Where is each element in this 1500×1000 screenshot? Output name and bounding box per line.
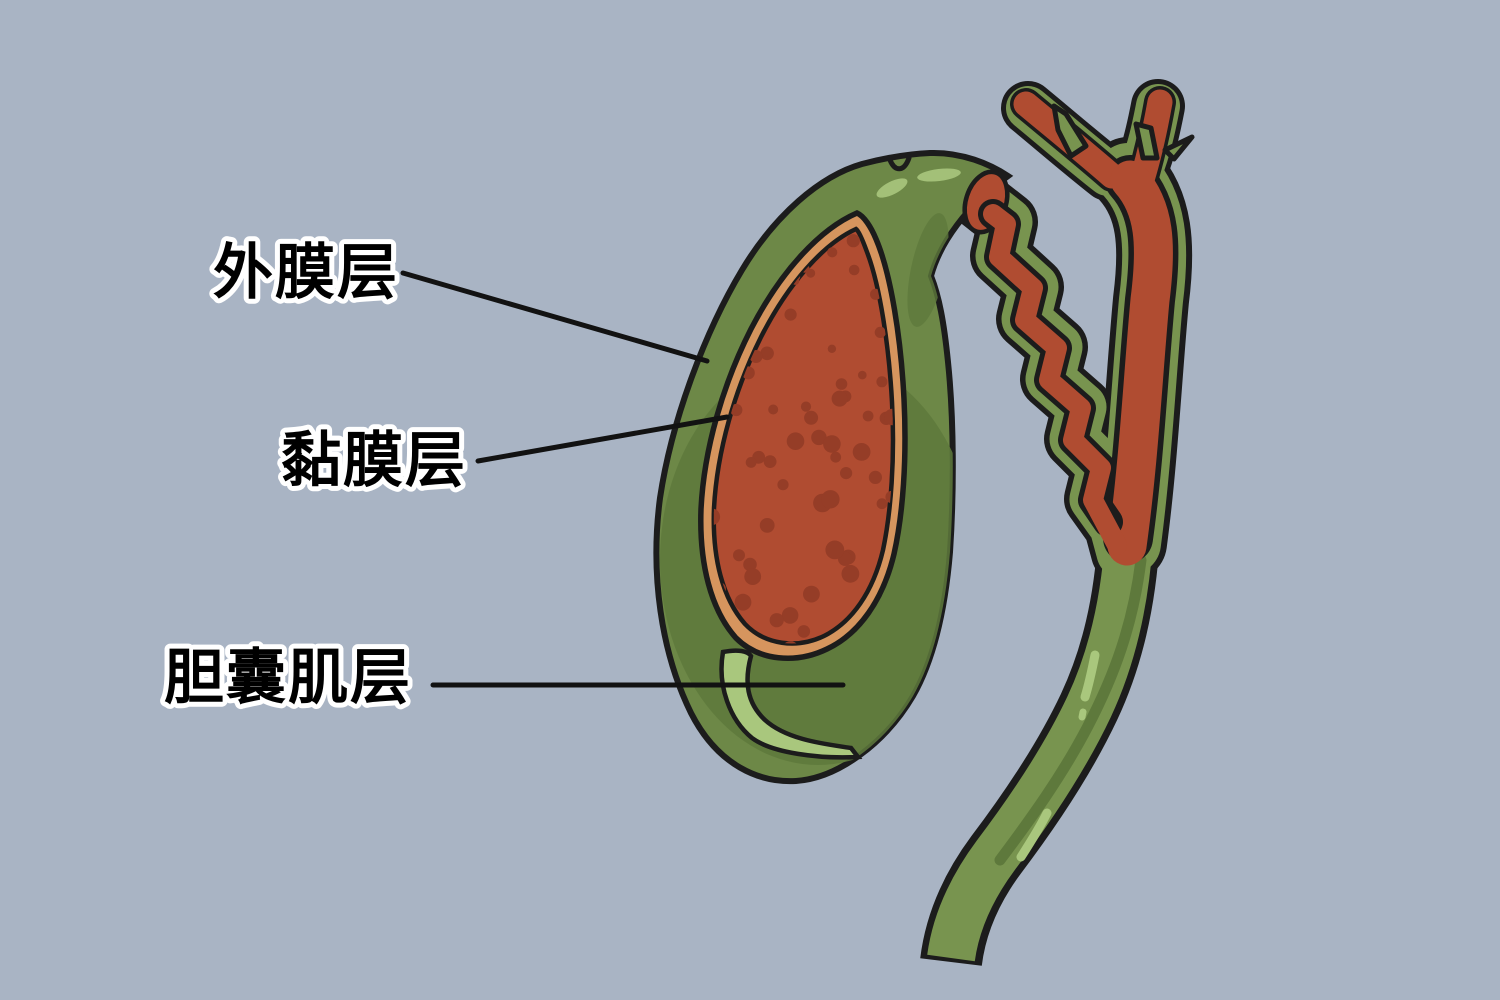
annotations: 外膜层 黏膜层 胆囊肌层 [159, 233, 846, 718]
common-lumen [1107, 160, 1173, 566]
mucosa-texture-dot [724, 252, 738, 265]
duct-fold-notch [1133, 121, 1160, 161]
mucosa-texture-dot [830, 451, 842, 463]
mucosa-texture-dot [734, 593, 752, 611]
mucosa-texture-dot [696, 286, 705, 295]
mucosa-texture-dot [862, 410, 874, 422]
mucosa-interior [711, 226, 896, 646]
duct-fold-notch [1051, 103, 1089, 159]
cystic-lumen [983, 204, 1127, 555]
mucosa-texture-dot [759, 518, 775, 533]
bile-duct-highlight [1016, 808, 1052, 862]
mucosa-texture-dot [806, 268, 816, 278]
bile-duct-highlight-dot [1078, 708, 1087, 721]
mucosa-texture-dot [743, 557, 757, 572]
neck-highlight [917, 168, 961, 182]
neck-highlight [876, 178, 908, 198]
mucosa-texture-dot [763, 455, 777, 468]
mucosa-texture-dot [769, 613, 784, 628]
mucosa-texture-dot [797, 625, 811, 638]
mucosa-texture-dot [840, 467, 853, 480]
mucosa-texture-dot [831, 390, 848, 407]
leader-line-outer-membrane [400, 270, 710, 364]
mucosa-texture-dot [884, 408, 893, 426]
mucosa-texture-dot [745, 457, 757, 468]
mucosa-texture-dot [761, 346, 772, 358]
bile-duct-highlight [1080, 650, 1100, 702]
label-gallbladder-muscle-layer: 胆囊肌层 [164, 643, 412, 713]
mucosa-texture-dot [713, 304, 715, 314]
mucosa-texture-dot [733, 549, 745, 562]
mucosa-texture-dot [868, 470, 883, 484]
mucosa-texture-dot [803, 585, 820, 603]
duct-fold-notch [1162, 134, 1195, 162]
mucosa-texture-dot [841, 564, 860, 583]
mucosa-texture-dot [876, 376, 888, 388]
bile-duct-shadow [994, 554, 1147, 866]
common-bile-duct-body [927, 536, 1153, 962]
label-outer-membrane-layer: 外膜层 [213, 238, 399, 308]
mucosa-texture-dot [694, 249, 706, 261]
mucosa-texture-dot [781, 607, 799, 624]
fundus-highlight [719, 648, 863, 760]
mucosa-texture-dot [876, 498, 888, 510]
mucosa-texture-dot [827, 247, 838, 258]
mucosa-texture-dot [811, 429, 827, 446]
gallbladder [653, 149, 1127, 785]
mucosa-texture-dot [713, 508, 721, 526]
mucosa-texture-dot [823, 435, 841, 453]
mucosa-texture-dot [858, 370, 867, 380]
mucosa-texture-dot [848, 264, 860, 276]
mucosa-texture-dot [730, 403, 743, 417]
leader-line-mucosa [475, 414, 730, 464]
mucosa-texture-dot [846, 234, 860, 248]
mucosa-texture-dot [777, 479, 789, 491]
mucosa-texture-dot [835, 378, 848, 390]
label-mucosa-layer: 黏膜层 [281, 426, 467, 496]
mucosa-texture-dot [786, 432, 805, 451]
mucosa-texture-dot [784, 308, 797, 321]
mucosa-texture-dot [825, 540, 845, 560]
mucosa-texture-dot [804, 410, 819, 425]
mucosa-texture-dot [713, 297, 715, 309]
mucosa-texture-dot [800, 401, 812, 412]
mucosa-texture-dot [768, 404, 779, 415]
mucosa-texture-dot [852, 443, 871, 461]
mucosa-texture-dot [821, 490, 840, 509]
neck-crease [887, 155, 912, 172]
mucosa-texture-dot [744, 568, 762, 585]
mucosa-texture-dot [874, 326, 886, 338]
mucosa-texture-dot [827, 344, 837, 353]
neck-shadow [907, 213, 949, 327]
